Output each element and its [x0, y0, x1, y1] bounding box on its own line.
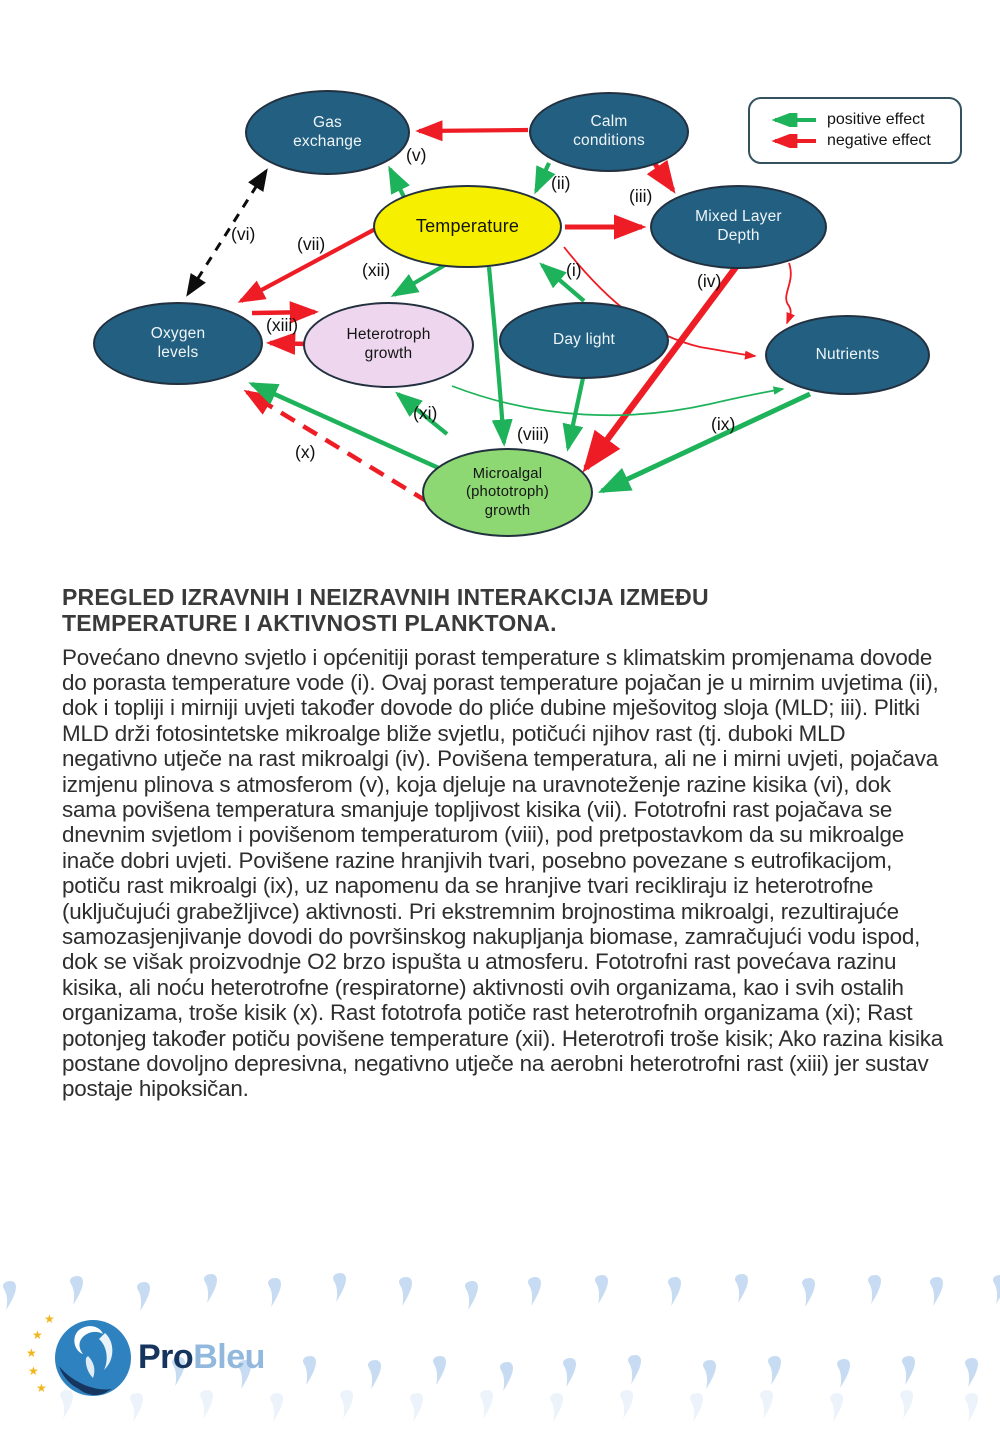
edge-label-iii: (iii)	[629, 186, 653, 206]
edge-iii-from-calm	[646, 159, 676, 194]
node-temperature: Temperature	[373, 185, 562, 268]
legend: positive effect negative effect	[748, 97, 962, 164]
edge-label-vii: (vii)	[297, 234, 326, 254]
edge-label-vi: (vi)	[231, 224, 256, 244]
edge-ix-positive	[597, 391, 812, 494]
edge-v-positive	[388, 165, 410, 198]
edge-label-iv: (iv)	[697, 271, 722, 291]
legend-negative-row: negative effect	[760, 132, 950, 150]
node-mixed-layer-depth: Mixed Layer Depth	[650, 185, 827, 269]
edge-microalgae-oxygen-positive	[248, 381, 444, 473]
eu-star-icon: ★	[36, 1381, 47, 1395]
node-mixed-layer-depth-label: Mixed Layer Depth	[695, 208, 782, 244]
edge-label-ix: (ix)	[711, 414, 736, 434]
edge-x-negative-dashed	[243, 389, 430, 504]
node-calm-conditions-label: Calm conditions	[573, 113, 645, 149]
node-temperature-label: Temperature	[415, 215, 520, 236]
probleu-logo-mark	[55, 1320, 131, 1396]
node-oxygen-levels-label: Oxygen levels	[150, 324, 206, 361]
edge-label-v: (v)	[406, 145, 427, 165]
eu-star-icon: ★	[26, 1346, 37, 1360]
node-gas-exchange-label: Gas exchange	[293, 113, 362, 150]
edge-label-ii: (ii)	[551, 173, 571, 193]
node-nutrients: Nutrients	[765, 315, 930, 395]
eu-star-icon: ★	[32, 1328, 43, 1342]
node-microalgal-growth-label: Microalgal (phototroph) growth	[465, 466, 549, 519]
probleu-logo-text: ProBleu	[138, 1338, 265, 1377]
legend-negative-label: negative effect	[827, 132, 931, 149]
logo-text-bleu: Bleu	[193, 1338, 265, 1376]
eu-star-icon: ★	[28, 1364, 39, 1378]
node-calm-conditions: Calm conditions	[529, 92, 689, 172]
node-gas-exchange: Gas exchange	[245, 90, 410, 175]
legend-positive-label: positive effect	[827, 111, 925, 128]
article-body: Povećano dnevno svjetlo i općenitiji por…	[62, 644, 943, 1102]
article-heading: PREGLED IZRAVNIH I NEIZRAVNIH INTERAKCIJ…	[62, 584, 946, 637]
eu-star-icon: ★	[44, 1312, 55, 1326]
edge-v-negative	[415, 120, 529, 142]
logo-text-pro: Pro	[138, 1338, 194, 1376]
article-heading-line2: TEMPERATURE I AKTIVNOSTI PLANKTONA.	[62, 609, 557, 636]
edge-label-xiii: (xiii)	[266, 315, 299, 335]
edge-mld-nutrients-thin	[785, 262, 795, 325]
edge-label-viii: (viii)	[517, 424, 550, 444]
negative-effect-arrow-icon	[771, 134, 816, 148]
article: PREGLED IZRAVNIH I NEIZRAVNIH INTERAKCIJ…	[62, 584, 946, 1102]
edge-xiii-heterotroph-to-oxygen	[265, 332, 308, 355]
edge-viii-from-temperature	[486, 266, 513, 447]
edge-label-x: (x)	[295, 442, 316, 462]
node-heterotroph-growth-label: Heterotroph growth	[346, 326, 431, 362]
edge-viii-from-daylight	[562, 377, 586, 452]
edge-label-i: (i)	[566, 260, 582, 280]
edge-nutrient-recycling-thin	[451, 385, 785, 417]
node-day-light-label: Day light	[552, 331, 616, 349]
node-day-light: Day light	[499, 302, 669, 379]
edge-xiii-oxygen-to-heterotroph	[251, 301, 320, 324]
edge-xii-positive	[390, 260, 452, 297]
node-heterotroph-growth: Heterotroph growth	[303, 302, 474, 388]
node-oxygen-levels: Oxygen levels	[93, 302, 263, 385]
node-nutrients-label: Nutrients	[815, 345, 880, 363]
article-heading-line1: PREGLED IZRAVNIH I NEIZRAVNIH INTERAKCIJ…	[62, 584, 709, 610]
edge-label-xi: (xi)	[413, 403, 438, 423]
edge-ii-positive	[534, 162, 556, 195]
node-microalgal-growth: Microalgal (phototroph) growth	[422, 448, 593, 537]
edge-label-xii: (xii)	[362, 260, 391, 280]
positive-effect-arrow-icon	[771, 113, 816, 127]
legend-positive-row: positive effect	[760, 111, 950, 129]
